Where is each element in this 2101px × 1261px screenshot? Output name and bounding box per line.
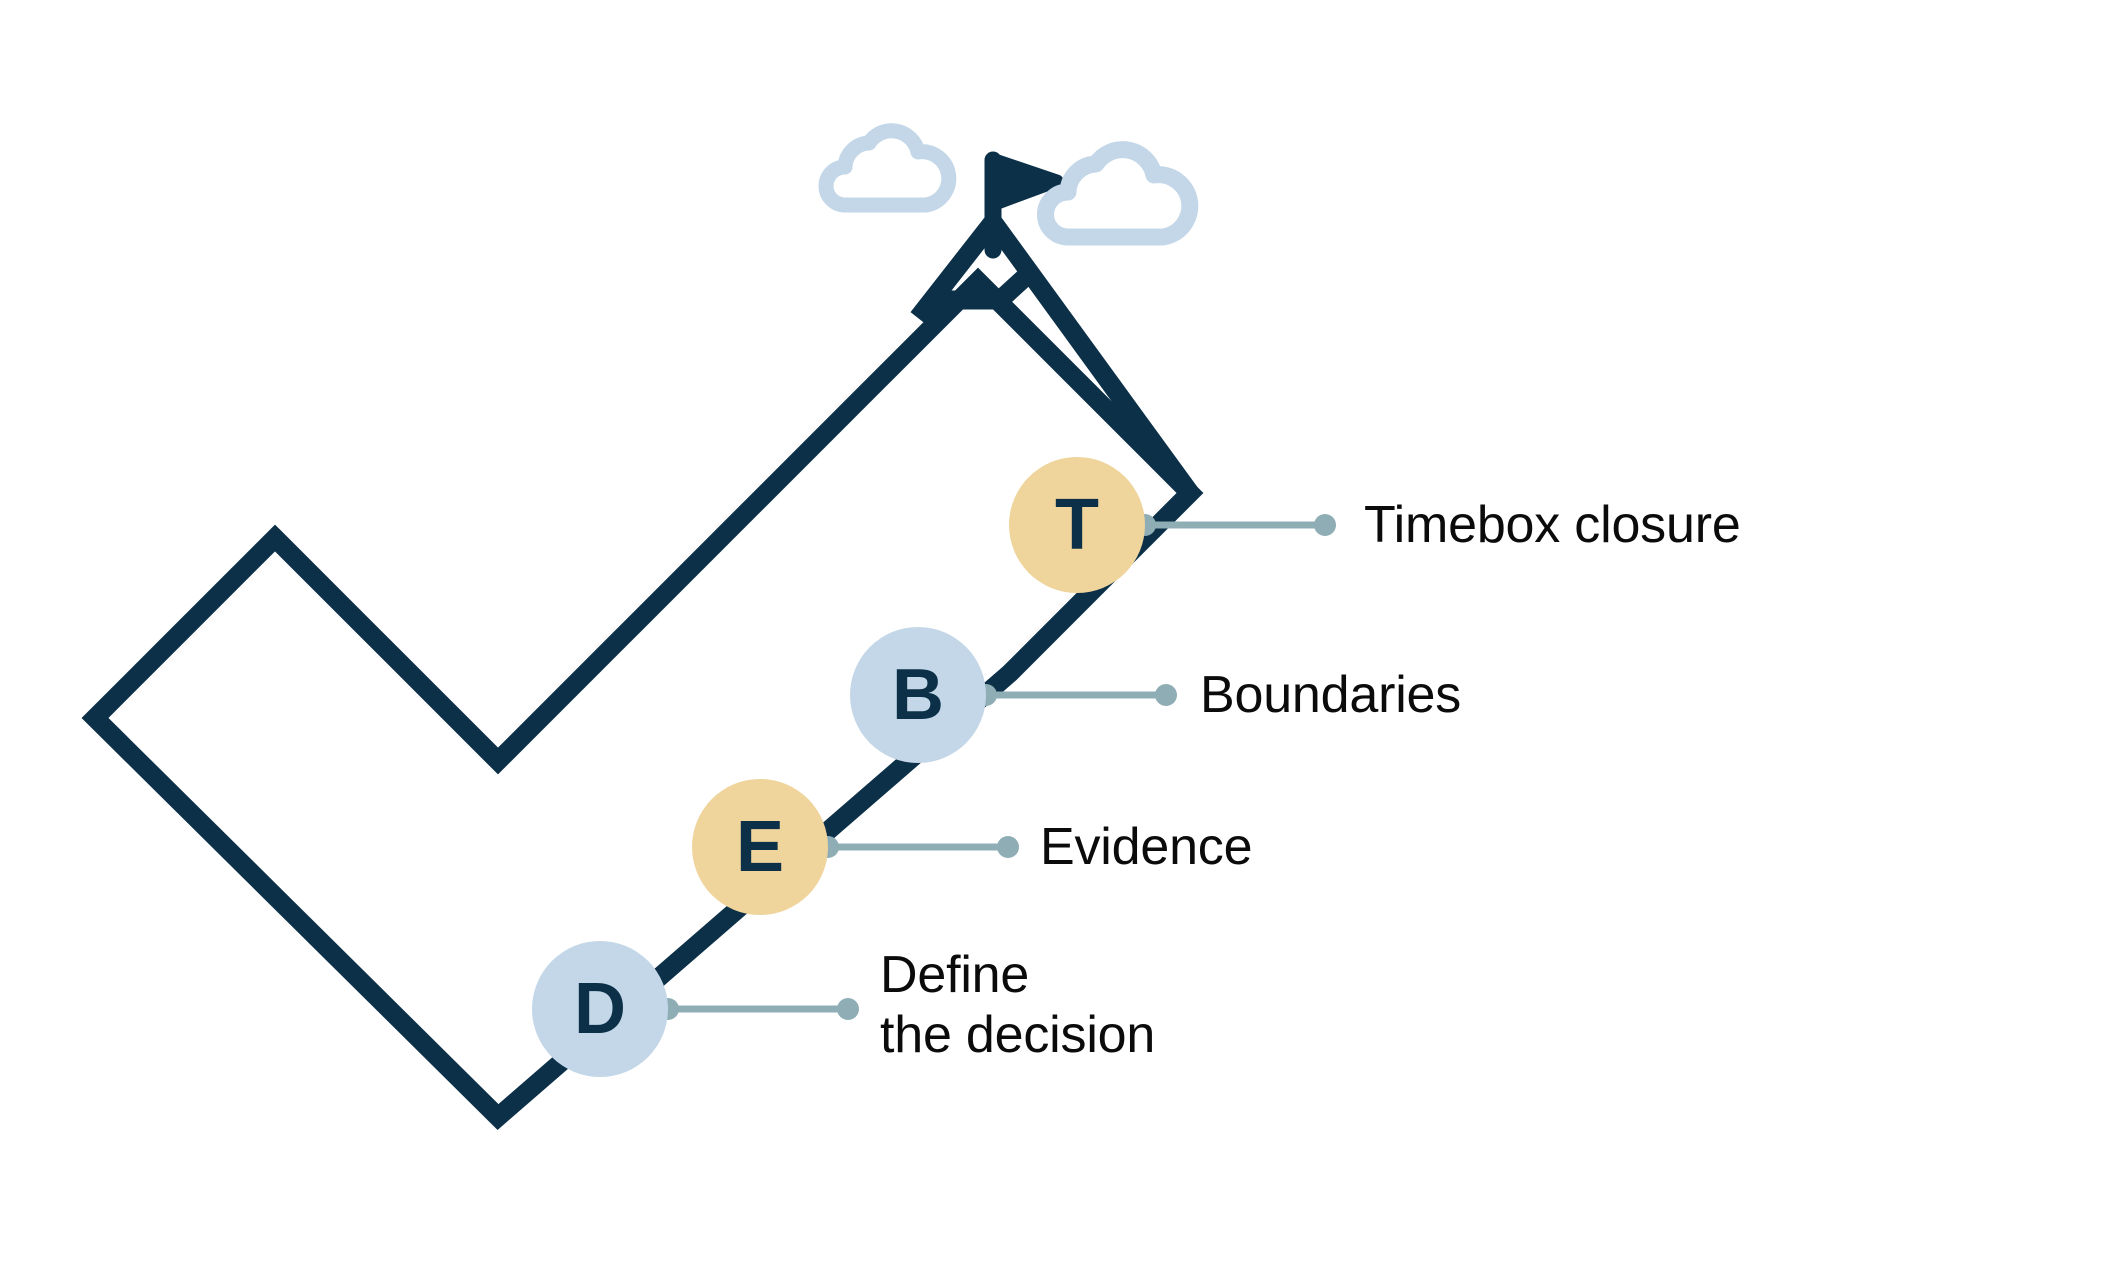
step-letter-d: D xyxy=(574,969,626,1049)
step-nodes-layer: T B E D xyxy=(532,457,1336,1077)
flag-pennant-icon xyxy=(988,153,1064,211)
step-circle-b[interactable] xyxy=(850,627,986,763)
step-label-d: Define the decision xyxy=(880,946,1156,1065)
step-circle-t[interactable] xyxy=(1009,457,1145,593)
step-label-t: Timebox closure xyxy=(1364,496,1741,554)
step-circle-e[interactable] xyxy=(692,779,828,915)
step-circle-d[interactable] xyxy=(532,941,668,1077)
connector-dot-end-b xyxy=(1155,684,1177,706)
step-label-e: Evidence xyxy=(1040,818,1253,876)
step-node-t[interactable]: T xyxy=(1009,457,1145,593)
step-node-e[interactable]: E xyxy=(692,779,828,915)
connector-dot-end-d xyxy=(837,998,859,1020)
step-letter-e: E xyxy=(736,807,784,887)
connector-dot-end-t xyxy=(1314,514,1336,536)
step-node-d[interactable]: D xyxy=(532,941,668,1077)
mountain-peak xyxy=(910,151,1198,499)
step-label-b: Boundaries xyxy=(1200,666,1462,724)
mountain-snowcap xyxy=(933,260,1042,310)
cloud-left-icon xyxy=(818,123,957,213)
step-letter-b: B xyxy=(892,655,944,735)
cloud-right-icon xyxy=(1037,141,1199,246)
connector-dot-end-e xyxy=(997,836,1019,858)
step-node-b[interactable]: B xyxy=(850,627,986,763)
step-letter-t: T xyxy=(1055,485,1099,565)
